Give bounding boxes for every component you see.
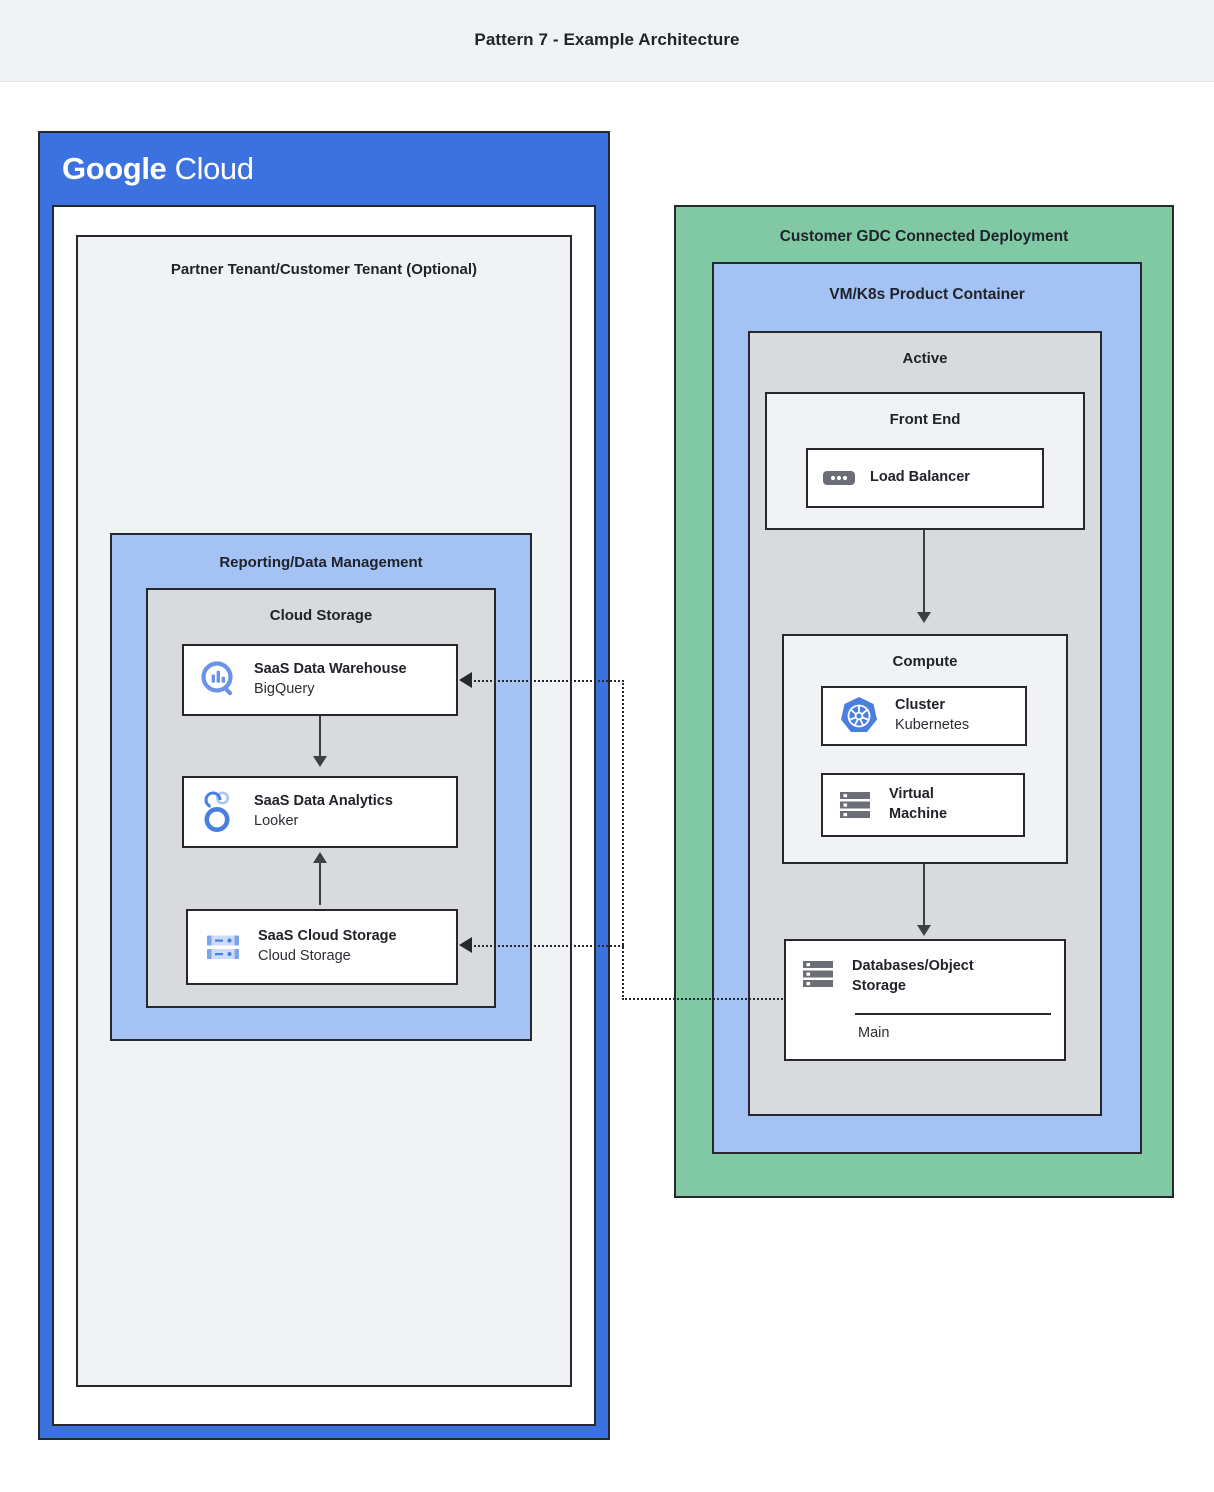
card-saas-data-warehouse-title: SaaS Data Warehouse bbox=[254, 661, 407, 678]
active-title: Active bbox=[902, 350, 948, 367]
card-cluster-title: Cluster bbox=[895, 697, 945, 714]
reporting-data-management-title: Reporting/Data Management bbox=[219, 554, 423, 571]
card-virtual-machine[interactable]: Virtual Machine bbox=[821, 773, 1025, 837]
kubernetes-icon bbox=[841, 697, 877, 732]
card-load-balancer[interactable]: Load Balancer bbox=[806, 448, 1044, 508]
connector-compute-to-db-arrow bbox=[917, 925, 931, 936]
header-bar bbox=[0, 0, 1214, 82]
card-cluster[interactable]: Cluster Kubernetes bbox=[821, 686, 1027, 746]
card-saas-data-warehouse-text: SaaS Data Warehouse BigQuery bbox=[254, 660, 407, 699]
customer-gdc-deployment-title: Customer GDC Connected Deployment bbox=[779, 228, 1069, 245]
connector-db-trunk-vline bbox=[622, 680, 624, 1000]
card-saas-cloud-storage-text: SaaS Cloud Storage Cloud Storage bbox=[258, 927, 397, 966]
card-saas-data-analytics-title: SaaS Data Analytics bbox=[254, 793, 393, 810]
card-saas-data-analytics[interactable]: SaaS Data Analytics Looker bbox=[182, 776, 458, 848]
card-load-balancer-title: Load Balancer bbox=[870, 469, 970, 486]
connector-db-source-hline bbox=[622, 998, 786, 1000]
cloud-storage-icon bbox=[207, 935, 239, 959]
google-cloud-logo: Google Cloud bbox=[62, 151, 254, 187]
card-databases-object-storage-head: Databases/Object Storage bbox=[800, 957, 974, 996]
connector-lb-to-compute-line bbox=[923, 530, 925, 616]
database-icon bbox=[803, 961, 833, 987]
connector-warehouse-to-analytics-line bbox=[319, 716, 321, 760]
google-cloud-logo-google: Google bbox=[62, 151, 167, 186]
card-saas-data-warehouse-subtitle: BigQuery bbox=[254, 681, 315, 697]
card-databases-object-storage-title-line2: Storage bbox=[852, 977, 906, 994]
compute-title: Compute bbox=[892, 653, 958, 670]
page-title: Pattern 7 - Example Architecture bbox=[474, 30, 740, 49]
looker-icon bbox=[204, 791, 230, 832]
card-cluster-subtitle: Kubernetes bbox=[895, 717, 970, 733]
connector-lb-to-compute-arrow bbox=[917, 612, 931, 623]
card-databases-object-storage[interactable]: Databases/Object Storage Main bbox=[784, 939, 1066, 1061]
connector-db-to-warehouse-arrow bbox=[459, 672, 472, 688]
card-databases-main-label: Main bbox=[858, 1025, 890, 1041]
connector-db-to-storage-hline bbox=[474, 945, 624, 947]
card-saas-cloud-storage-title: SaaS Cloud Storage bbox=[258, 928, 397, 945]
card-virtual-machine-title-line2: Machine bbox=[889, 806, 948, 822]
card-cluster-text: Cluster Kubernetes bbox=[895, 696, 969, 735]
cloud-storage-group-title: Cloud Storage bbox=[269, 607, 373, 624]
connector-storage-to-analytics-arrow bbox=[313, 852, 327, 863]
connector-compute-to-db-line bbox=[923, 864, 925, 928]
front-end-title: Front End bbox=[889, 411, 961, 428]
connector-db-to-storage-arrow bbox=[459, 937, 472, 953]
card-virtual-machine-title-line1: Virtual bbox=[889, 786, 934, 803]
connector-storage-to-analytics-line bbox=[319, 862, 321, 905]
card-load-balancer-text: Load Balancer bbox=[870, 468, 970, 488]
card-saas-cloud-storage[interactable]: SaaS Cloud Storage Cloud Storage bbox=[186, 909, 458, 985]
card-saas-data-analytics-text: SaaS Data Analytics Looker bbox=[254, 792, 393, 831]
card-databases-object-storage-title-line1: Databases/Object bbox=[852, 958, 974, 974]
card-databases-divider bbox=[855, 1013, 1051, 1015]
partner-tenant-title: Partner Tenant/Customer Tenant (Optional… bbox=[170, 261, 478, 278]
virtual-machine-icon bbox=[840, 792, 870, 818]
load-balancer-icon bbox=[823, 471, 855, 485]
vm-k8s-product-container-title: VM/K8s Product Container bbox=[829, 286, 1025, 303]
connector-warehouse-to-analytics-arrow bbox=[313, 756, 327, 767]
card-virtual-machine-text: Virtual Machine bbox=[889, 785, 947, 824]
bigquery-icon bbox=[201, 661, 233, 696]
google-cloud-logo-cloud: Cloud bbox=[174, 151, 254, 186]
card-saas-data-warehouse[interactable]: SaaS Data Warehouse BigQuery bbox=[182, 644, 458, 716]
card-databases-object-storage-text: Databases/Object Storage bbox=[852, 957, 974, 996]
card-saas-data-analytics-subtitle: Looker bbox=[254, 813, 299, 829]
card-saas-cloud-storage-subtitle: Cloud Storage bbox=[258, 948, 351, 964]
connector-db-to-warehouse-hline bbox=[474, 680, 624, 682]
